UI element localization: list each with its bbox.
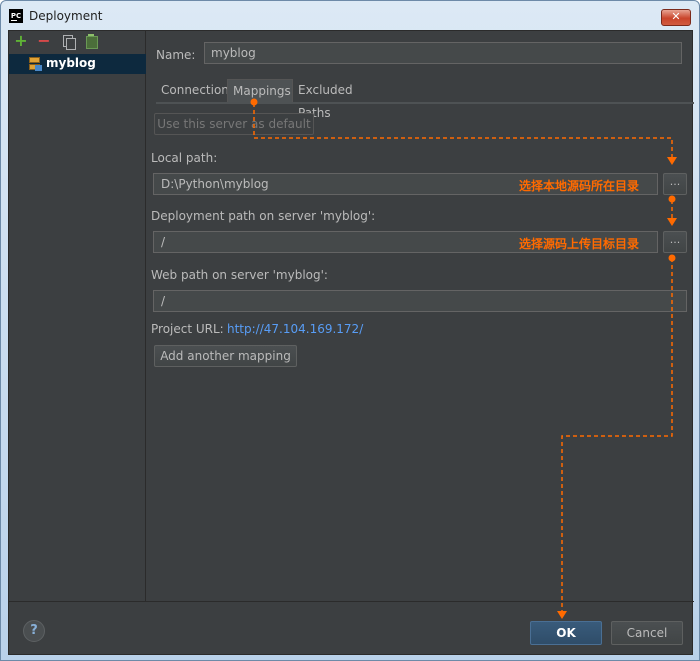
tab-connection[interactable]: Connection (161, 83, 229, 97)
local-path-label: Local path: (151, 151, 218, 165)
remove-server-icon[interactable]: − (37, 31, 51, 50)
browse-local-path-button[interactable]: ... (663, 173, 687, 195)
add-another-mapping-button[interactable]: Add another mapping (154, 345, 297, 367)
server-list-toolbar: + − (9, 31, 146, 53)
name-label: Name: (156, 48, 196, 62)
dialog-content: + − myblog Name: myblog Connection Mappi… (8, 30, 694, 655)
close-button[interactable]: ✕ (661, 9, 691, 26)
help-icon[interactable]: ? (23, 620, 45, 642)
server-list-item-label: myblog (46, 56, 96, 70)
project-url-link[interactable]: http://47.104.169.172/ (227, 322, 364, 336)
use-as-default-button[interactable]: Use this server as default (154, 113, 314, 135)
title-bar[interactable]: PC Deployment ✕ (1, 1, 699, 31)
pycharm-app-icon: PC (9, 9, 23, 23)
server-list-item-myblog[interactable]: myblog (9, 54, 146, 74)
server-list-panel: + − myblog (9, 31, 146, 601)
server-settings-panel: Name: myblog Connection Mappings Exclude… (147, 31, 694, 601)
cancel-button[interactable]: Cancel (611, 621, 683, 645)
project-url-label: Project URL: (151, 322, 224, 336)
deployment-path-label: Deployment path on server 'myblog': (151, 209, 376, 223)
footer-divider (9, 601, 694, 602)
local-path-field[interactable]: D:\Python\myblog (153, 173, 658, 195)
add-server-icon[interactable]: + (14, 31, 28, 50)
sftp-server-icon (29, 57, 42, 71)
browse-deployment-path-button[interactable]: ... (663, 231, 687, 253)
tab-divider (156, 102, 694, 104)
deployment-path-annotation: 选择源码上传目标目录 (519, 237, 640, 251)
tab-mappings[interactable]: Mappings (227, 79, 293, 103)
deployment-path-field[interactable]: / (153, 231, 658, 253)
server-name-input[interactable]: myblog (204, 42, 682, 64)
tab-excluded-paths[interactable]: Excluded Paths (298, 83, 353, 120)
move-to-group-icon[interactable] (83, 33, 99, 49)
ok-button[interactable]: OK (530, 621, 602, 645)
local-path-annotation: 选择本地源码所在目录 (519, 179, 640, 193)
web-path-label: Web path on server 'myblog': (151, 268, 328, 282)
window-title: Deployment (29, 9, 103, 23)
copy-server-icon[interactable] (61, 33, 77, 50)
web-path-field[interactable]: / (153, 290, 687, 312)
